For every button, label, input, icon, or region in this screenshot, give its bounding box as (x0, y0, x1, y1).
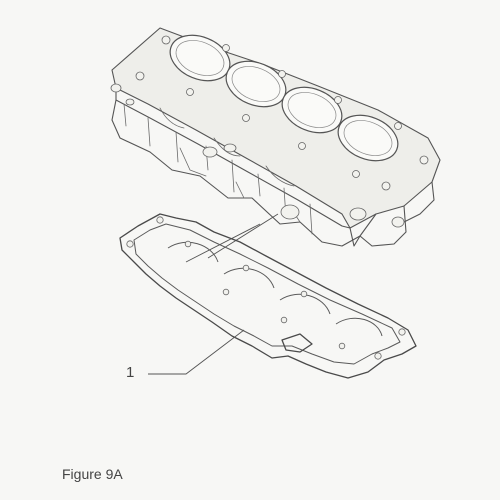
cylinder-block (110, 27, 441, 247)
alignment-line (185, 213, 279, 263)
cylinder-base-gasket (119, 213, 417, 379)
callout-label-1: 1 (126, 364, 135, 381)
callout-leader-1 (148, 329, 245, 375)
figure-caption: Figure 9A (62, 466, 123, 482)
